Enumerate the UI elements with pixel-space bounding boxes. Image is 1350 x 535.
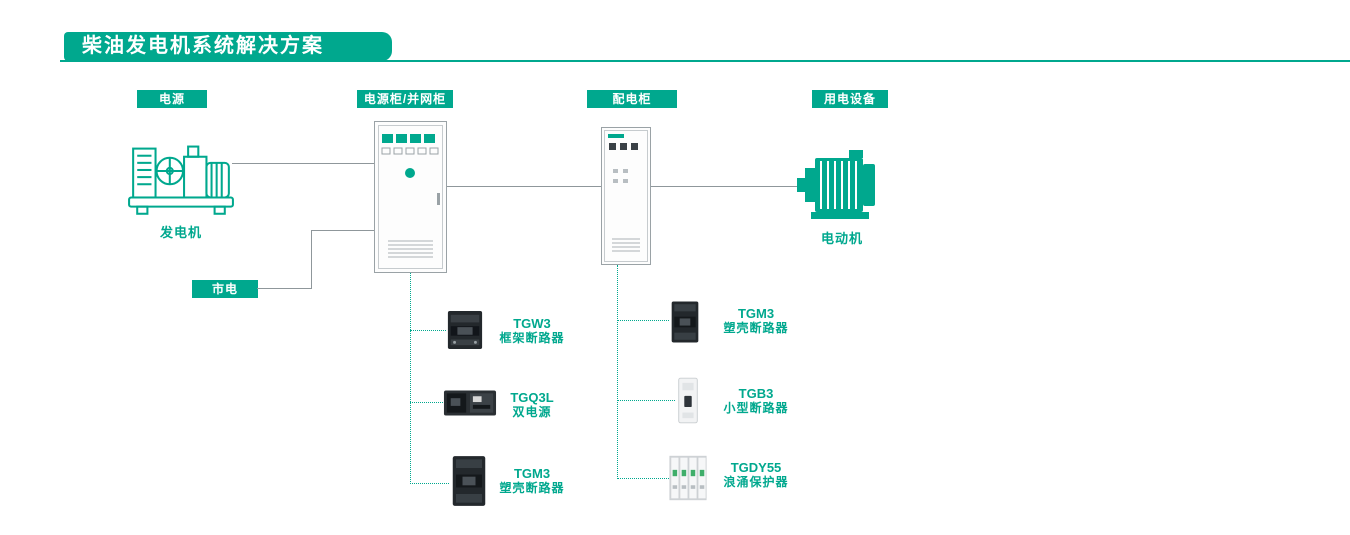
badge-power-source: 电源: [137, 90, 207, 108]
title-underline: [60, 60, 1350, 62]
dotted-branch-tgm3-left: [410, 483, 449, 484]
motor-icon: [797, 148, 883, 222]
dotted-line-power-cabinet: [410, 273, 411, 484]
dotted-branch-tgm3-right: [617, 320, 669, 321]
motor-label: 电动机: [820, 231, 863, 246]
product-model: TGW3: [513, 316, 551, 331]
product-image-tgw3: [446, 308, 484, 352]
badge-mains-power: 市电: [192, 280, 258, 298]
distribution-cabinet-icon: [601, 127, 651, 265]
product-label-tgm3-left: TGM3 塑壳断路器: [492, 466, 572, 496]
product-label-tgb3: TGB3 小型断路器: [716, 386, 796, 416]
product-name: 塑壳断路器: [723, 321, 789, 335]
line-cabinet-to-cabinet: [447, 186, 601, 187]
line-mains-to-cabinet: [311, 230, 374, 231]
product-image-tgdy55: [669, 449, 707, 507]
product-image-tgb3: [675, 375, 701, 426]
line-mains-horizontal: [257, 288, 312, 289]
product-image-tgq3l: [443, 386, 497, 420]
product-label-tgq3l: TGQ3L 双电源: [492, 390, 572, 420]
product-model: TGQ3L: [510, 390, 554, 405]
product-model: TGM3: [513, 466, 551, 481]
product-label-tgdy55: TGDY55 浪涌保护器: [716, 460, 796, 490]
line-generator-to-cabinet: [232, 163, 374, 164]
dotted-line-distribution-cabinet: [617, 265, 618, 479]
product-model: TGM3: [737, 306, 775, 321]
badge-distribution-cabinet: 配电柜: [587, 90, 677, 108]
product-name: 小型断路器: [723, 401, 789, 415]
badge-power-cabinet: 电源柜/并网柜: [357, 90, 453, 108]
product-label-tgw3: TGW3 框架断路器: [492, 316, 572, 346]
product-name: 双电源: [512, 405, 552, 419]
product-label-tgm3-right: TGM3 塑壳断路器: [716, 306, 796, 336]
page-title: 柴油发电机系统解决方案: [64, 32, 392, 61]
dotted-branch-tgq3l: [410, 402, 443, 403]
product-model: TGDY55: [730, 460, 782, 475]
product-image-tgm3-left: [449, 455, 489, 507]
product-name: 框架断路器: [499, 331, 565, 345]
product-model: TGB3: [738, 386, 774, 401]
dotted-branch-tgdy55: [617, 478, 669, 479]
dotted-branch-tgw3: [410, 330, 446, 331]
generator-label: 发电机: [159, 225, 202, 240]
product-image-tgm3-right: [669, 297, 701, 347]
generator-icon: [125, 122, 237, 220]
line-cabinet-to-motor: [651, 186, 797, 187]
line-mains-vertical: [311, 230, 312, 289]
product-name: 浪涌保护器: [723, 475, 789, 489]
badge-load-equipment: 用电设备: [812, 90, 888, 108]
dotted-branch-tgb3: [617, 400, 675, 401]
power-cabinet-icon: [374, 121, 447, 273]
product-name: 塑壳断路器: [499, 481, 565, 495]
